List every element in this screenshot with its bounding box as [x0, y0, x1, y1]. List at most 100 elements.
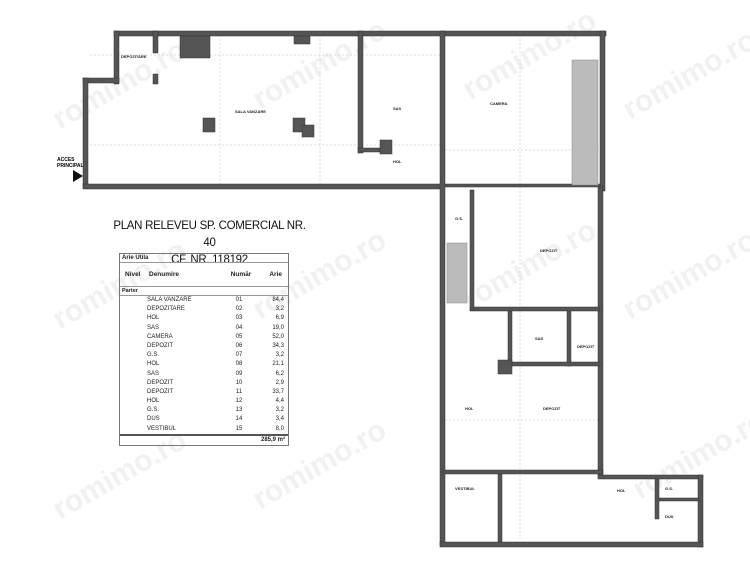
numar-cell: 06 — [235, 342, 243, 349]
table-row: SAS 09 6,2 — [120, 370, 288, 379]
arie-cell: 19,0 — [272, 324, 284, 331]
entrance-line1: ACCES — [57, 157, 75, 163]
room-hol: HOL — [393, 159, 402, 164]
numar-cell: 02 — [235, 306, 243, 313]
svg-text:romimo.ro: romimo.ro — [457, 213, 602, 316]
svg-text:romimo.ro: romimo.ro — [627, 403, 750, 506]
numar-cell: 11 — [235, 388, 243, 395]
numar-cell: 08 — [235, 361, 243, 368]
room-gs: G.S. — [455, 216, 463, 221]
header-arie: Arie — [269, 271, 282, 278]
area-table: Arie Utila Nivel Denumire Număr Arie Par… — [119, 253, 289, 446]
nivel-cell — [120, 388, 147, 397]
denumire-cell: DUS — [147, 416, 160, 423]
nivel-cell — [120, 324, 147, 333]
denumire-cell: G.S. — [147, 352, 160, 359]
nivel-cell — [120, 370, 147, 379]
numar-cell: 03 — [235, 315, 243, 322]
entrance-arrow-icon — [73, 170, 83, 182]
room-depozit-06: DEPOZIT — [540, 248, 558, 253]
room-sala-vanzare: SALA VANZARE — [235, 109, 266, 114]
nivel-cell — [120, 425, 147, 434]
nivel-cell — [120, 397, 147, 406]
plan-title: PLAN RELEVEU SP. COMERCIAL NR. 40 CF. NR… — [112, 218, 307, 269]
title-line2: CF. NR. 118192 — [171, 254, 248, 266]
nivel-cell — [120, 305, 147, 314]
room-depozitare: DEPOZITARE — [121, 54, 147, 59]
table-row: DEPOZIT 10 2,9 — [120, 379, 288, 388]
nivel-cell — [120, 314, 147, 323]
denumire-cell: CAMERA — [147, 333, 173, 340]
nivel-cell — [120, 360, 147, 369]
denumire-cell: DEPOZIT — [147, 379, 174, 386]
room-camera: CAMERA — [490, 101, 508, 106]
svg-text:romimo.ro: romimo.ro — [617, 223, 750, 326]
numar-cell: 09 — [235, 370, 243, 377]
header-denumire: Denumire — [149, 271, 179, 278]
room-gs-13: G.S. — [665, 486, 673, 491]
header-numar: Număr — [230, 271, 252, 278]
denumire-cell: SALA VANZARE — [147, 297, 192, 303]
nivel-cell — [120, 379, 147, 388]
room-dus: DUS — [665, 514, 674, 519]
nivel-cell — [120, 406, 147, 415]
svg-text:romimo.ro: romimo.ro — [617, 23, 750, 126]
dimension-lines — [90, 35, 600, 540]
nivel-cell — [120, 351, 147, 360]
table-row: SAS 04 19,0 — [120, 324, 288, 333]
arie-cell: 8,0 — [275, 425, 284, 432]
room-depozit-10: DEPOZIT — [577, 344, 595, 349]
numar-cell: 05 — [235, 333, 243, 340]
entrance-label: ACCES PRINCIPAL — [57, 157, 84, 169]
denumire-cell: HOL — [147, 315, 160, 322]
denumire-cell: SAS — [147, 324, 160, 331]
nivel-cell — [120, 296, 147, 305]
arie-cell: 2,9 — [275, 379, 284, 386]
denumire-cell: SAS — [147, 370, 160, 377]
numar-cell: 12 — [235, 398, 243, 405]
denumire-cell: HOL — [147, 398, 160, 405]
nivel-cell — [120, 415, 147, 424]
arie-cell: 3,2 — [275, 352, 284, 359]
room-hol-12: HOL — [617, 488, 626, 493]
numar-cell: 04 — [235, 324, 243, 331]
table-header: Nivel Denumire Număr Arie — [120, 263, 288, 287]
denumire-cell: DEPOZIT — [147, 388, 174, 395]
room-depozit-11: DEPOZIT — [543, 406, 561, 411]
numar-cell: 13 — [235, 407, 243, 414]
room-vestibul: VESTIBUL — [455, 486, 475, 491]
table-row: DEPOZIT 11 33,7 — [120, 388, 288, 397]
nivel-cell — [120, 342, 147, 351]
denumire-cell: VESTIBUL — [147, 425, 177, 432]
room-labels: SALA VANZARE DEPOZITARE SAS HOL CAMERA G… — [121, 54, 674, 519]
table-total: 285,9 m² — [120, 433, 288, 445]
room-hol-08: HOL — [465, 406, 474, 411]
denumire-cell: DEPOZIT — [147, 342, 174, 349]
svg-text:romimo.ro: romimo.ro — [47, 33, 192, 136]
denumire-cell: DEPOZITARE — [147, 306, 185, 313]
numar-cell: 14 — [235, 416, 243, 423]
entrance-line2: PRINCIPAL — [57, 163, 84, 169]
numar-cell: 01 — [235, 297, 243, 303]
numar-cell: 10 — [235, 379, 243, 386]
denumire-cell: G.S. — [147, 407, 160, 414]
arie-cell: 33,7 — [272, 388, 284, 395]
arie-cell: 21,1 — [272, 361, 284, 368]
table-row: HOL 03 6,9 — [120, 314, 288, 323]
nivel-cell — [120, 333, 147, 342]
svg-text:romimo.ro: romimo.ro — [247, 13, 392, 116]
table-caption: Arie Utila — [120, 254, 288, 263]
arie-cell: 6,2 — [275, 370, 284, 377]
arie-cell: 6,9 — [275, 315, 284, 322]
